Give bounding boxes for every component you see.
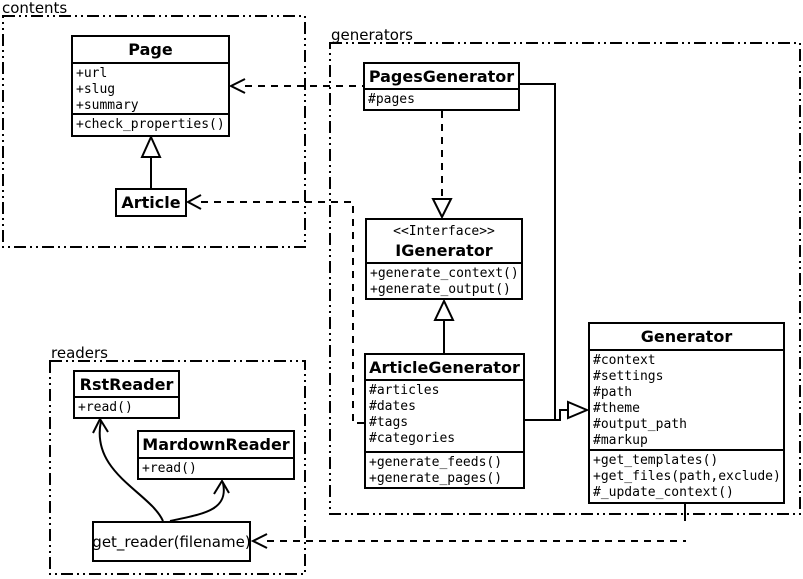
- class-articlegenerator: ArticleGenerator #articles #dates #tags …: [364, 353, 525, 489]
- attribute-markup: #markup: [593, 433, 648, 448]
- hollow-triangle-icon: [433, 298, 455, 321]
- method-get-files: +get_files(path,exclude): [593, 469, 781, 484]
- method-generate-feeds: +generate_feeds(): [369, 455, 503, 470]
- class-pagesgenerator-attributes: #pages: [365, 88, 518, 109]
- method-generate-context: +generate_context(): [370, 266, 519, 281]
- class-generator: Generator #context #settings #path #them…: [588, 322, 785, 504]
- interface-igenerator-header: <<Interface>> IGenerator: [367, 220, 521, 262]
- attribute-categories: #categories: [369, 431, 456, 446]
- dependency-line: [201, 201, 364, 424]
- curved-line: [169, 482, 225, 522]
- class-articlegenerator-attributes: #articles #dates #tags #categories: [366, 379, 523, 451]
- interface-igenerator: <<Interface>> IGenerator +generate_conte…: [365, 218, 523, 300]
- class-pagesgenerator: PagesGenerator #pages: [363, 62, 520, 111]
- open-arrowhead-icon: [213, 479, 230, 495]
- dependency-pagesgenerator-to-page: [228, 78, 363, 94]
- inheritance-article-to-page: [140, 134, 162, 188]
- realization-pagesgenerator-to-igenerator: [431, 111, 453, 220]
- hollow-triangle-icon: [567, 400, 590, 420]
- package-border-contents: [2, 15, 306, 248]
- class-mardownreader-name: MardownReader: [142, 435, 290, 454]
- attribute-pages: #pages: [368, 92, 415, 107]
- interface-igenerator-name: IGenerator: [395, 241, 493, 260]
- method-check-properties: +check_properties(): [76, 117, 225, 132]
- inheritance-line: [520, 83, 568, 421]
- attribute-slug: +slug: [76, 82, 116, 97]
- function-get-reader-label: get_reader(filename): [92, 532, 251, 551]
- open-arrowhead-icon: [228, 78, 246, 94]
- dependency-articlegenerator-to-article: [185, 194, 364, 424]
- hollow-triangle-icon: [140, 134, 162, 158]
- class-pagesgenerator-name: PagesGenerator: [368, 66, 515, 86]
- method-generate-pages: +generate_pages(): [369, 471, 503, 486]
- method-read: +read(): [142, 461, 197, 476]
- class-rstreader: RstReader +read(): [73, 370, 180, 419]
- class-article: Article: [115, 188, 187, 217]
- hollow-triangle-icon: [431, 198, 453, 220]
- method-generate-output: +generate_output(): [370, 282, 511, 297]
- class-page-methods: +check_properties(): [73, 113, 228, 135]
- package-label-readers: readers: [51, 344, 108, 362]
- open-arrowhead-icon: [250, 533, 268, 549]
- class-generator-name: Generator: [640, 327, 733, 346]
- attribute-summary: +summary: [76, 98, 139, 113]
- class-articlegenerator-methods: +generate_feeds() +generate_pages(): [366, 451, 523, 487]
- attribute-dates: #dates: [369, 399, 416, 414]
- curved-line: [98, 420, 164, 522]
- attribute-path: #path: [593, 385, 633, 400]
- class-articlegenerator-name: ArticleGenerator: [369, 357, 520, 377]
- method-get-templates: +get_templates(): [593, 453, 719, 468]
- association-getreader-to-mardownreader: [169, 479, 230, 522]
- class-generator-methods: +get_templates() +get_files(path,exclude…: [590, 449, 783, 502]
- association-getreader-to-rstreader: [92, 416, 164, 522]
- method-update-context: #_update_context(): [593, 485, 734, 500]
- package-border-generators: [329, 42, 801, 515]
- class-rstreader-methods: +read(): [75, 396, 178, 417]
- class-mardownreader-methods: +read(): [139, 457, 293, 478]
- inheritance-articlegenerator-to-igenerator: [433, 298, 455, 353]
- class-page-name: Page: [128, 40, 173, 59]
- function-get-reader: get_reader(filename): [92, 521, 251, 562]
- class-article-name: Article: [121, 193, 181, 212]
- package-border-readers: [49, 360, 306, 575]
- package-label-generators: generators: [331, 26, 413, 44]
- class-page: Page +url +slug +summary +check_properti…: [71, 35, 230, 137]
- attribute-tags: #tags: [369, 415, 409, 430]
- inheritance-generators-to-generator: [520, 83, 590, 421]
- attribute-url: +url: [76, 66, 108, 81]
- class-page-attributes: +url +slug +summary: [73, 62, 228, 113]
- interface-stereotype: <<Interface>>: [393, 224, 495, 239]
- open-arrowhead-icon: [92, 416, 109, 434]
- interface-igenerator-methods: +generate_context() +generate_output(): [367, 262, 521, 298]
- attribute-theme: #theme: [593, 401, 640, 416]
- package-label-contents: contents: [2, 0, 68, 17]
- attribute-context: #context: [593, 353, 656, 368]
- open-arrowhead-icon: [185, 194, 202, 210]
- attribute-settings: #settings: [593, 369, 664, 384]
- dependency-generator-to-getreader: [250, 504, 686, 549]
- method-read: +read(): [78, 400, 133, 415]
- class-rstreader-name: RstReader: [79, 374, 174, 394]
- class-mardownreader: MardownReader +read(): [137, 430, 295, 480]
- attribute-output-path: #output_path: [593, 417, 687, 432]
- attribute-articles: #articles: [369, 383, 440, 398]
- class-generator-attributes: #context #settings #path #theme #output_…: [590, 349, 783, 449]
